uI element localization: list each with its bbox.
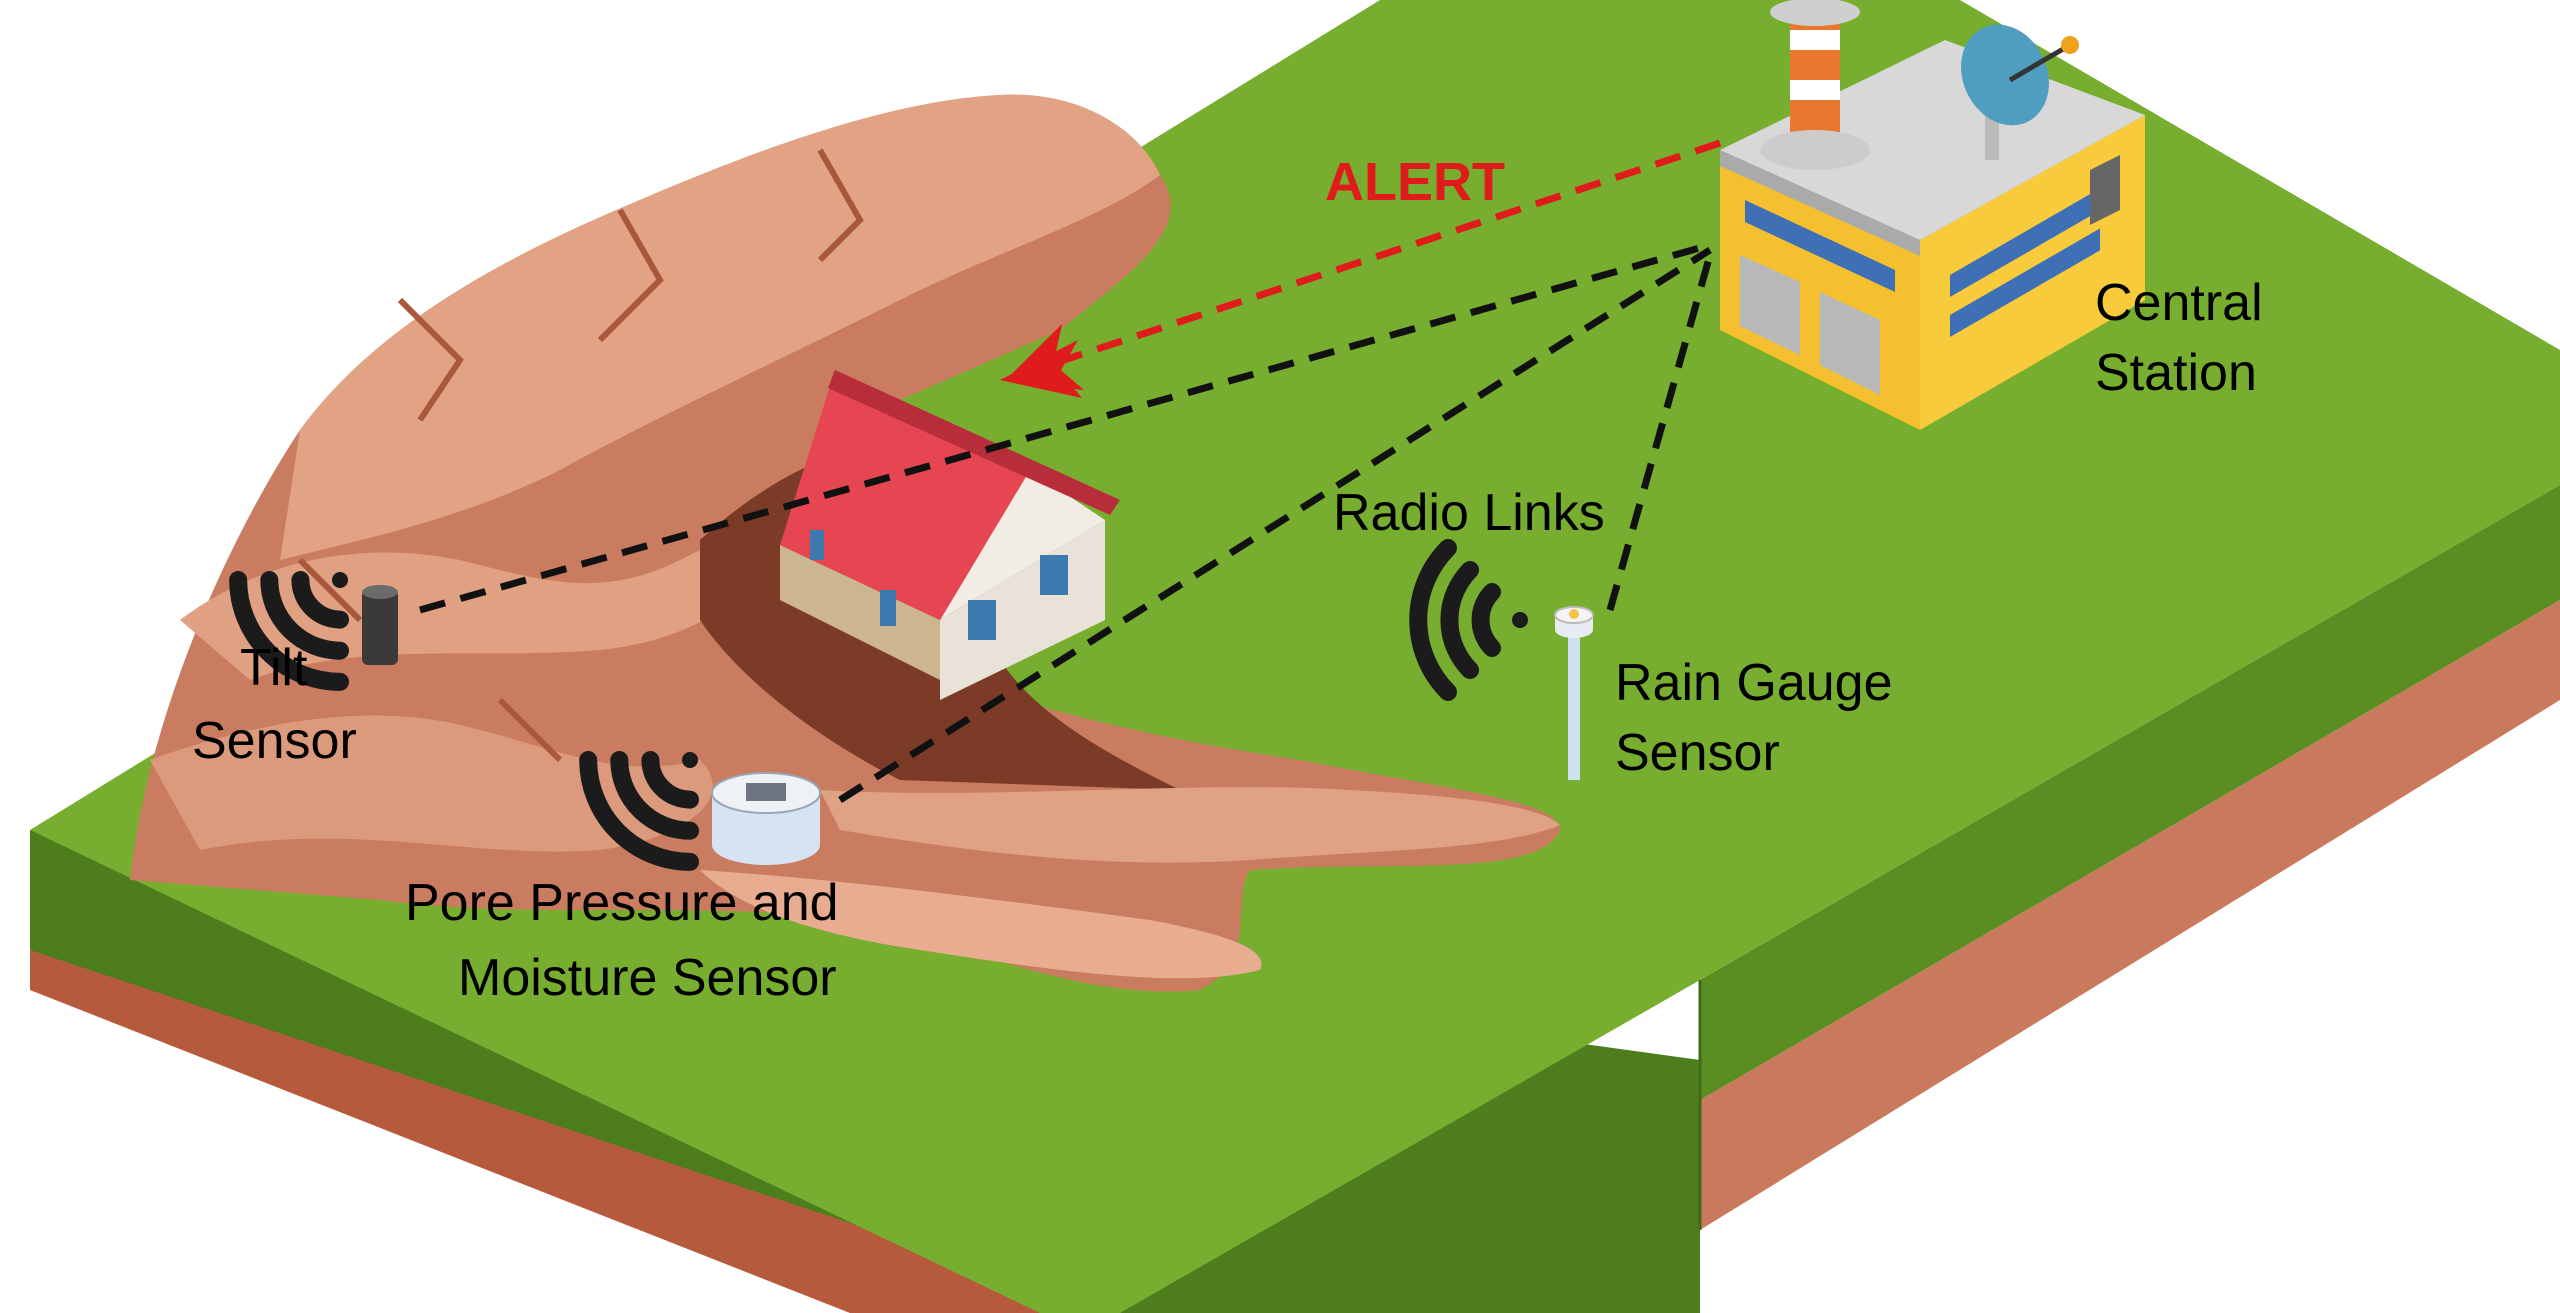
tower-stripe-1	[1790, 30, 1840, 50]
central-station-label-line2: Station	[2095, 344, 2257, 402]
station-vent	[2090, 155, 2120, 225]
house	[780, 370, 1120, 700]
debris-lower	[700, 870, 1262, 979]
house-roof-edge	[828, 370, 1120, 515]
ground-right-side-grass	[1700, 485, 2560, 1100]
house-window-4	[810, 530, 824, 560]
signal-arc-2	[1440, 561, 1479, 679]
station-parapet	[1720, 150, 1920, 256]
house-window-2	[1040, 555, 1068, 595]
ground-right-side-soil	[1700, 600, 2560, 1230]
alert-link	[1006, 139, 1722, 391]
station-window-row-3	[1950, 228, 2100, 338]
rain-gauge-sensor	[1554, 606, 1594, 780]
station-garage-door-2	[1820, 292, 1880, 395]
station-tower	[1760, 0, 1870, 170]
alert-label: ALERT	[1325, 152, 1505, 212]
house-side-wall	[780, 545, 940, 680]
pore-sensor-label-line1: Pore Pressure and	[405, 874, 839, 932]
house-window-3	[880, 590, 896, 626]
tower-stripe-2	[1790, 80, 1840, 100]
signal-arc-3	[1409, 539, 1457, 701]
rain-gauge-light	[1569, 609, 1579, 619]
debris-tongue	[820, 787, 1560, 863]
signal-arc-1	[1471, 583, 1501, 657]
signal-arc-3	[229, 571, 349, 691]
radio-link-rain	[1606, 254, 1714, 611]
signal-icon-rain	[1409, 539, 1528, 701]
signal-icon-tilt	[229, 571, 349, 691]
tilt-sensor-body	[362, 590, 398, 665]
pore-pressure-moisture-sensor	[711, 772, 821, 865]
tower-top	[1770, 0, 1860, 26]
rock-highlight	[280, 94, 1160, 561]
station-windows	[1745, 188, 2100, 338]
signal-arc-1	[641, 751, 699, 809]
rain-gauge-label-line2: Sensor	[1615, 724, 1780, 782]
satellite-dish	[1961, 24, 2079, 160]
rain-gauge-label-line1: Rain Gauge	[1615, 654, 1893, 712]
central-station-building	[1720, 0, 2145, 430]
alert-arrowhead	[1000, 340, 1082, 398]
tower-base	[1760, 130, 1870, 170]
pore-sensor-chip	[746, 783, 786, 801]
signal-arc-2	[610, 751, 699, 840]
pore-sensor-label-line2: Moisture Sensor	[458, 949, 837, 1007]
signal-arc-1	[291, 571, 349, 629]
house-window-1	[968, 600, 996, 640]
central-station-label-line1: Central	[2095, 274, 2263, 332]
rock-ledge-2	[150, 715, 713, 852]
radio-links-label: Radio Links	[1333, 484, 1605, 542]
station-window-row-2	[1950, 188, 2100, 298]
dish-feed	[2008, 42, 2072, 83]
signal-dot	[682, 752, 698, 768]
rock-crack-lines	[297, 148, 864, 763]
station-window-row-1	[1745, 199, 1895, 292]
rain-gauge-pole	[1568, 625, 1580, 780]
radio-link-tilt	[419, 241, 1711, 614]
tilt-sensor-label-line2: Sensor	[192, 712, 357, 770]
signal-arc-2	[260, 571, 349, 660]
tilt-sensor-label-line1: Tilt	[240, 639, 308, 697]
tilt-sensor-cap	[362, 585, 398, 599]
house-gable	[940, 470, 1105, 620]
signal-icon-pore	[579, 751, 699, 871]
radio-link-pore	[838, 247, 1712, 803]
station-garage-door-1	[1740, 255, 1800, 355]
signal-dot	[1512, 612, 1528, 628]
dish-feed-tip	[2061, 36, 2079, 54]
signal-arc-3	[579, 751, 699, 871]
house-roof	[780, 370, 1120, 620]
radio-links	[419, 241, 1714, 803]
signal-dot	[332, 572, 348, 588]
dish-bowl	[1961, 24, 2049, 126]
tilt-sensor	[362, 585, 398, 665]
